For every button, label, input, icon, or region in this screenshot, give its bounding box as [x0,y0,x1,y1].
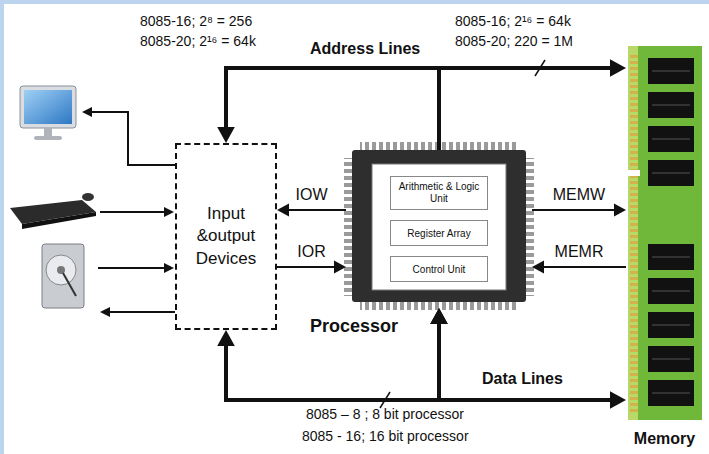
arrow-head [217,127,235,143]
node-text: Register Array [407,228,470,239]
node-text: Memory [634,430,695,448]
control-signal [288,209,346,211]
bus-note: 8085-16; 2¹⁶ = 64k [455,13,571,29]
bus-name: Address Lines [310,40,420,58]
signal-name: IOR [295,243,327,261]
unit-box: Arithmetic & Logic Unit [390,176,488,210]
bus-note: 8085-20; 220 = 1M [455,33,573,49]
arrow-head [217,330,235,346]
bus-line [439,68,611,150]
signal-name: MEMW [551,186,607,204]
processor-chip: ProcessorArithmetic & Logic UnitRegister… [352,150,526,302]
signal-name: MEMR [553,243,606,261]
arrow-head [334,260,346,273]
bus-name: Data Lines [482,370,563,388]
control-signal [277,266,335,268]
bus-note: 8085 – 8 ; 8 bit processor [306,406,464,422]
arrow-head [277,203,289,216]
bus-note: 8085 - 16; 16 bit processor [302,428,469,444]
arrow-head [532,260,544,273]
chip-heading: Processor [310,316,398,337]
control-signal [532,209,615,211]
arrow-head [430,308,448,324]
unit-box: Control Unit [390,256,488,282]
bus-note: 8085-16; 2⁸ = 256 [140,13,252,29]
unit-box: Register Array [390,220,488,246]
arrow-head [430,308,448,324]
node-text: Input &output Devices [183,203,269,269]
node-text: Control Unit [413,264,466,275]
bus-line [226,68,439,150]
arrow-head [610,391,626,409]
memory-stick: Memory [622,42,707,448]
bus-note: 8085-20; 2¹⁶ = 64k [140,33,256,49]
node-text: Arithmetic & Logic Unit [394,181,484,206]
control-signal [543,266,626,268]
signal-name: IOW [294,186,330,204]
arrow-head [610,59,626,77]
io-box: Input &output Devices [175,143,277,330]
bus-line [439,323,611,400]
arrow-head [614,203,626,216]
